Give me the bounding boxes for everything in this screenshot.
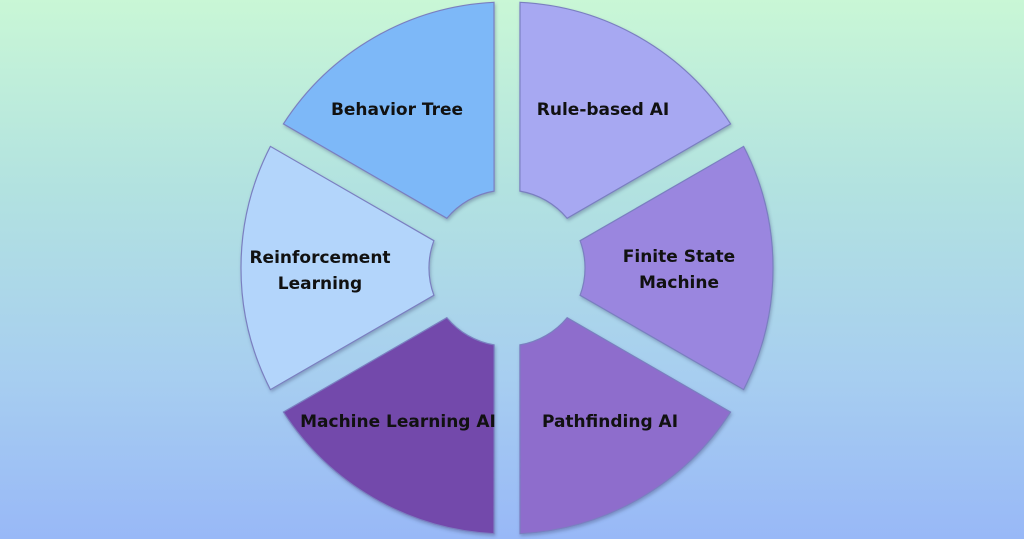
segment-label-machine-learning-ai: Machine Learning AI: [300, 412, 496, 432]
segment-machine-learning-ai: [282, 316, 495, 535]
segment-label-line: Rule-based AI: [537, 100, 669, 120]
segment-label-line: Behavior Tree: [331, 100, 463, 120]
segment-label-line: Learning: [278, 274, 362, 294]
segment-reinforcement-learning: [240, 145, 435, 391]
segment-label-line: Finite State: [623, 247, 735, 267]
segment-label-behavior-tree: Behavior Tree: [331, 100, 463, 120]
segment-label-pathfinding-ai: Pathfinding AI: [542, 412, 678, 432]
segment-label-line: Reinforcement: [249, 248, 390, 268]
segment-behavior-tree: [282, 1, 495, 220]
segment-label-line: Machine Learning AI: [300, 412, 496, 432]
segment-rule-based-ai: [519, 1, 732, 220]
segment-label-line: Machine: [639, 273, 719, 293]
segment-label-rule-based-ai: Rule-based AI: [537, 100, 669, 120]
segment-pathfinding-ai: [519, 316, 732, 535]
segment-finite-state-machine: [579, 145, 774, 391]
wheel-segments: [240, 1, 774, 535]
segment-label-line: Pathfinding AI: [542, 412, 678, 432]
